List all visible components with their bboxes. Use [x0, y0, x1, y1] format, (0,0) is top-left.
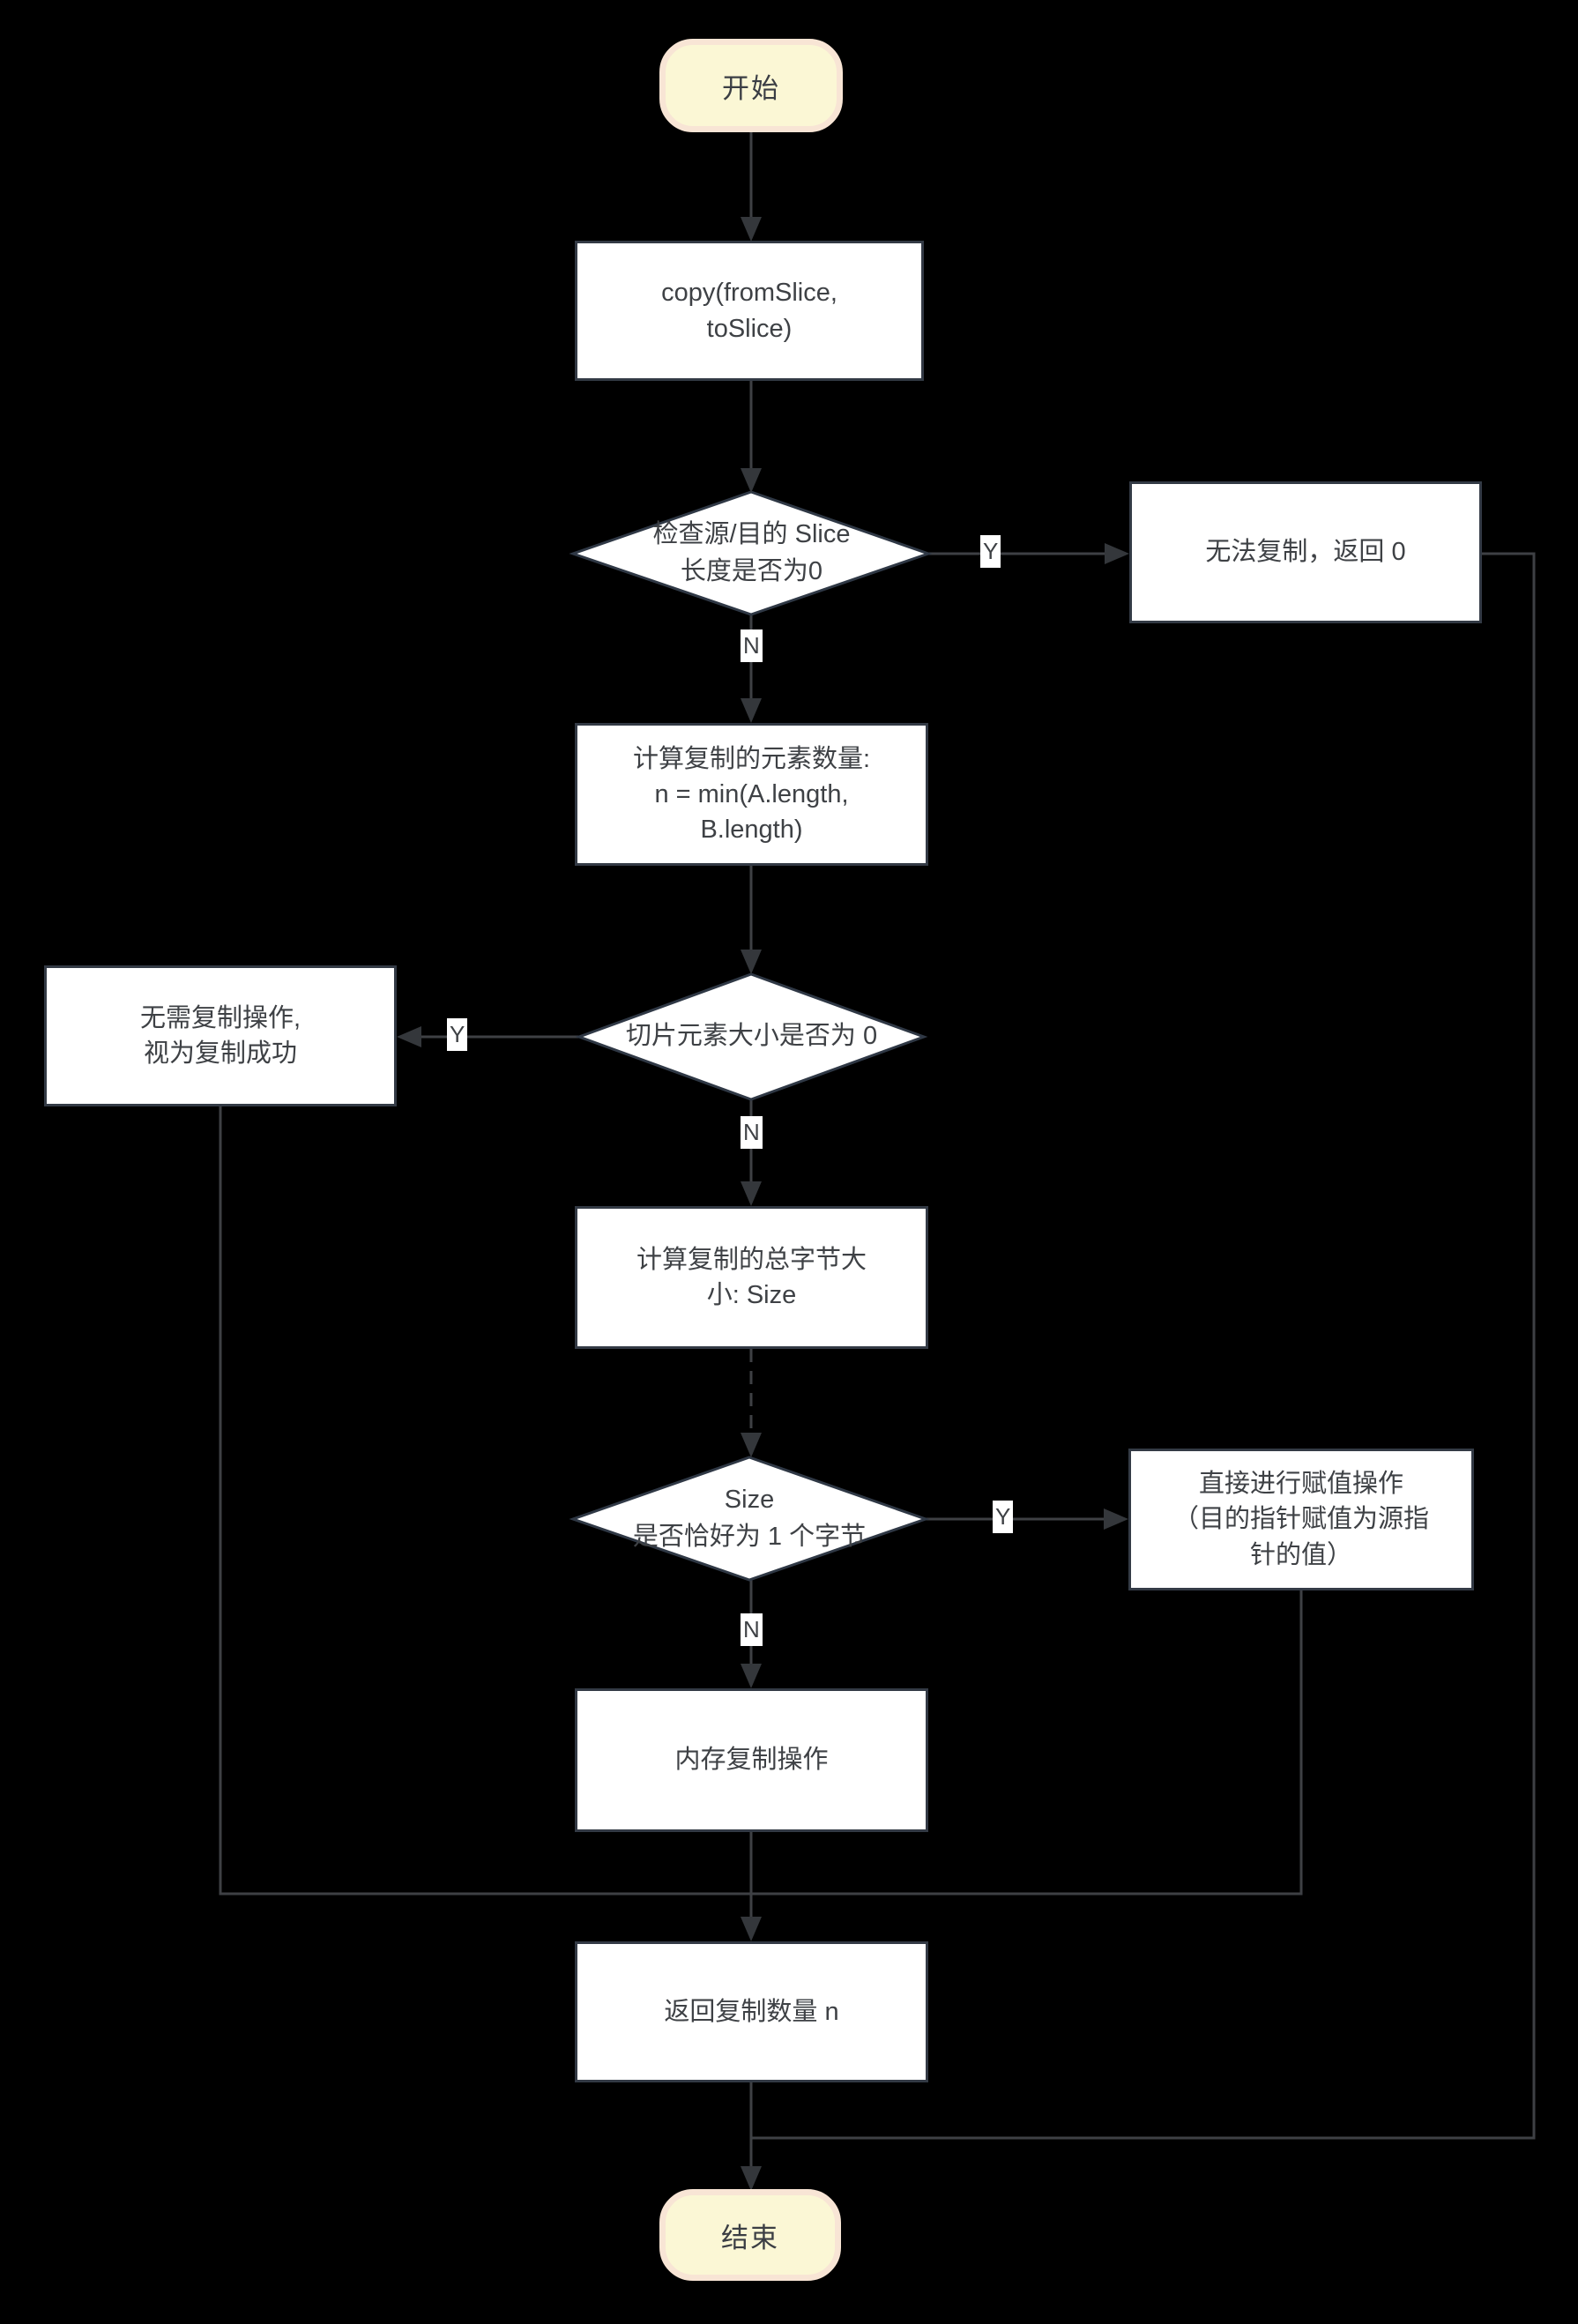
- decision-one-byte-shape: [569, 1456, 930, 1582]
- edge-label-no: N: [741, 1613, 763, 1646]
- arrowhead: [741, 1664, 762, 1688]
- process-mem-copy: 内存复制操作: [575, 1688, 928, 1832]
- process-calc-count: 计算复制的元素数量: n = min(A.length, B.length): [575, 723, 928, 866]
- edge-direct-to-merge: [751, 1590, 1303, 1896]
- arrowhead: [397, 1026, 421, 1047]
- edge-label-yes: Y: [447, 1018, 468, 1051]
- arrowhead: [741, 468, 762, 493]
- decision-check-len-shape: [569, 490, 933, 616]
- process-cannot-copy: 无法复制，返回 0: [1129, 481, 1482, 623]
- edge-label-no: N: [741, 629, 763, 662]
- arrowhead: [741, 217, 762, 242]
- edge-label-yes: Y: [980, 535, 1001, 568]
- process-return-n: 返回复制数量 n: [575, 1941, 928, 2082]
- arrowhead: [741, 698, 762, 723]
- arrowhead: [1104, 1508, 1128, 1530]
- arrowhead: [741, 1917, 762, 1941]
- process-direct-assign: 直接进行赋值操作 （目的指针赋值为源指 针的值）: [1128, 1449, 1474, 1590]
- edge-label-no: N: [741, 1116, 763, 1149]
- arrowhead: [741, 950, 762, 974]
- end-node: 结束: [659, 2189, 841, 2281]
- process-no-copy-needed: 无需复制操作, 视为复制成功: [44, 965, 397, 1106]
- process-calc-size: 计算复制的总字节大 小: Size: [575, 1206, 928, 1349]
- process-copy-call: copy(fromSlice, toSlice): [575, 241, 924, 381]
- edge-label-yes: Y: [993, 1501, 1014, 1533]
- decision-elem-size-shape: [575, 972, 928, 1101]
- arrowhead: [741, 1181, 762, 1206]
- arrowhead: [741, 2166, 762, 2191]
- start-node: 开始: [659, 39, 843, 132]
- arrowhead: [1105, 543, 1129, 564]
- edge-cannotcopy-to-end: [751, 552, 1536, 2140]
- arrowhead: [741, 1433, 762, 1457]
- edge-nocopy-to-merge: [219, 1106, 751, 1896]
